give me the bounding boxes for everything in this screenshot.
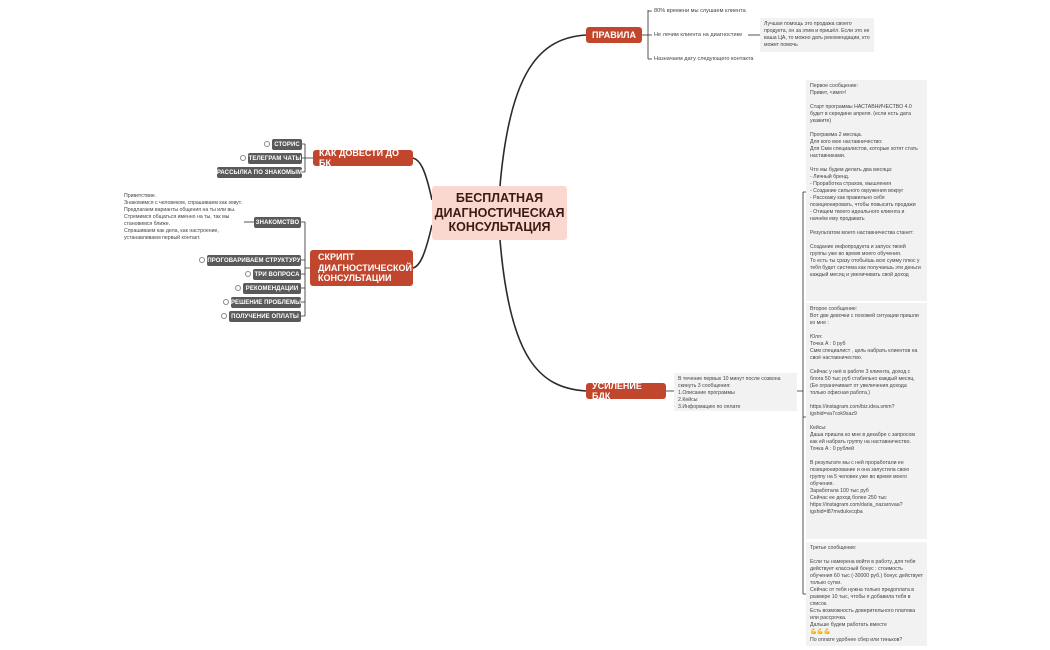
topic-boost[interactable]: УСИЛЕНИЕ БДК: [586, 381, 666, 401]
script-item-recommendations[interactable]: РЕКОМЕНДАЦИИ: [243, 283, 301, 294]
message-3-question: По оплате удобнее сбер или тиньков?: [810, 636, 903, 643]
boost-summary-note: В течение первых 10 минут после созвона …: [674, 373, 797, 411]
bk-item-stories[interactable]: СТОРИС: [272, 139, 302, 150]
boost-message-3: Третье сообщение: Если ты намерена войти…: [806, 542, 927, 646]
boost-message-2: Второе сообщение: Вот две девочки с похо…: [806, 303, 927, 539]
script-intro-note: Приветствие. Знакомимся с человеком, спр…: [122, 192, 244, 252]
central-topic[interactable]: БЕСПЛАТНАЯ ДИАГНОСТИЧЕСКАЯ КОНСУЛЬТАЦИЯ: [432, 186, 567, 240]
topic-bk[interactable]: КАК ДОВЕСТИ ДО БК: [313, 148, 413, 168]
rules-item-listen[interactable]: 80% времени мы слушаем клиента: [654, 8, 746, 14]
boost-message-1: Первое сообщение: Привет, <имя>! Старт п…: [806, 80, 927, 301]
script-item-solution[interactable]: РЕШЕНИЕ ПРОБЛЕМЫ: [231, 297, 301, 308]
solution-count-icon: [223, 299, 229, 305]
script-item-three-questions[interactable]: ТРИ ВОПРОСА: [253, 269, 301, 280]
rules-item-no-treat[interactable]: Не лечим клиента на диагностике: [654, 32, 743, 38]
topic-rules[interactable]: ПРАВИЛА: [586, 27, 642, 43]
message-3-text: Третье сообщение: Если ты намерена войти…: [810, 545, 924, 629]
script-item-payment[interactable]: ПОЛУЧЕНИЕ ОПЛАТЫ: [229, 311, 301, 322]
script-item-structure[interactable]: ПРОГОВАРИВАЕМ СТРУКТУРУ: [207, 255, 301, 266]
telegram-count-icon: [240, 155, 246, 161]
payment-count-icon: [221, 313, 227, 319]
rules-item-next-contact[interactable]: Назначаем дату следующего контакта: [654, 56, 754, 62]
recommendations-count-icon: [235, 285, 241, 291]
stories-count-icon: [264, 141, 270, 147]
questions-count-icon: [245, 271, 251, 277]
structure-count-icon: [199, 257, 205, 263]
script-item-intro[interactable]: ЗНАКОМСТВО: [254, 217, 301, 228]
bk-item-telegram[interactable]: ТЕЛЕГРАМ ЧАТЫ: [248, 153, 302, 164]
topic-script[interactable]: СКРИПТ ДИАГНОСТИЧЕСКОЙ КОНСУЛЬТАЦИИ: [310, 250, 413, 286]
bk-item-mailing[interactable]: РАССЫЛКА ПО ЗНАКОМЫМ: [217, 167, 302, 178]
muscle-emoji-icon: 💪💪💪: [810, 629, 831, 636]
rules-note: Лучшая помощь это продажа своего продукт…: [760, 18, 874, 52]
